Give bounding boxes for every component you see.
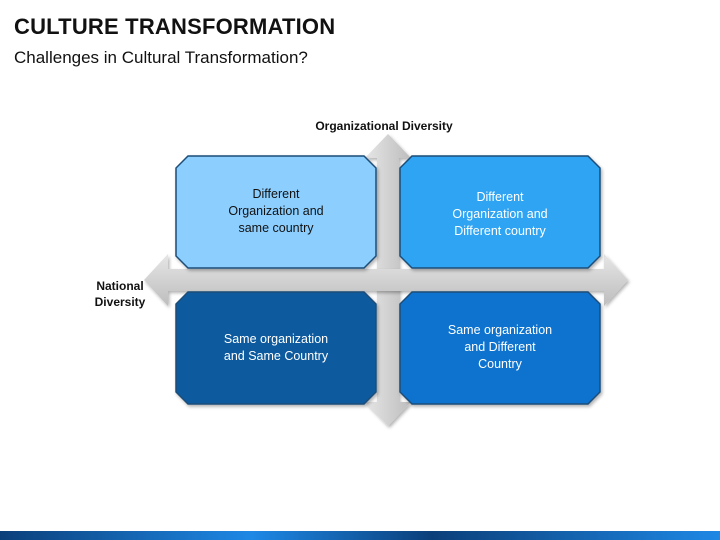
quadrant-bottom-right-text: Same organization and Different Country (447, 323, 553, 371)
slide-title: CULTURE TRANSFORMATION (14, 14, 336, 39)
quadrant-top-left-text: Different Organization and same country (228, 187, 324, 235)
horizontal-axis-label: National Diversity (94, 279, 146, 309)
quadrant-bottom-left-text: Same organization and Same Country (223, 332, 329, 363)
quadrant-bottom-right-box (399, 291, 601, 405)
footer-gradient-bar (0, 531, 720, 540)
quadrant-top-right-text: Different Organization and Different cou… (452, 190, 548, 238)
quadrant-bottom-left-box (175, 291, 377, 405)
quadrant-top-right-box (399, 155, 601, 269)
vertical-axis-label: Organizational Diversity (315, 119, 453, 133)
horizontal-axis-arrow (144, 254, 628, 306)
slide-subtitle: Challenges in Cultural Transformation? (14, 48, 308, 67)
quadrant-top-left-box (175, 155, 377, 269)
